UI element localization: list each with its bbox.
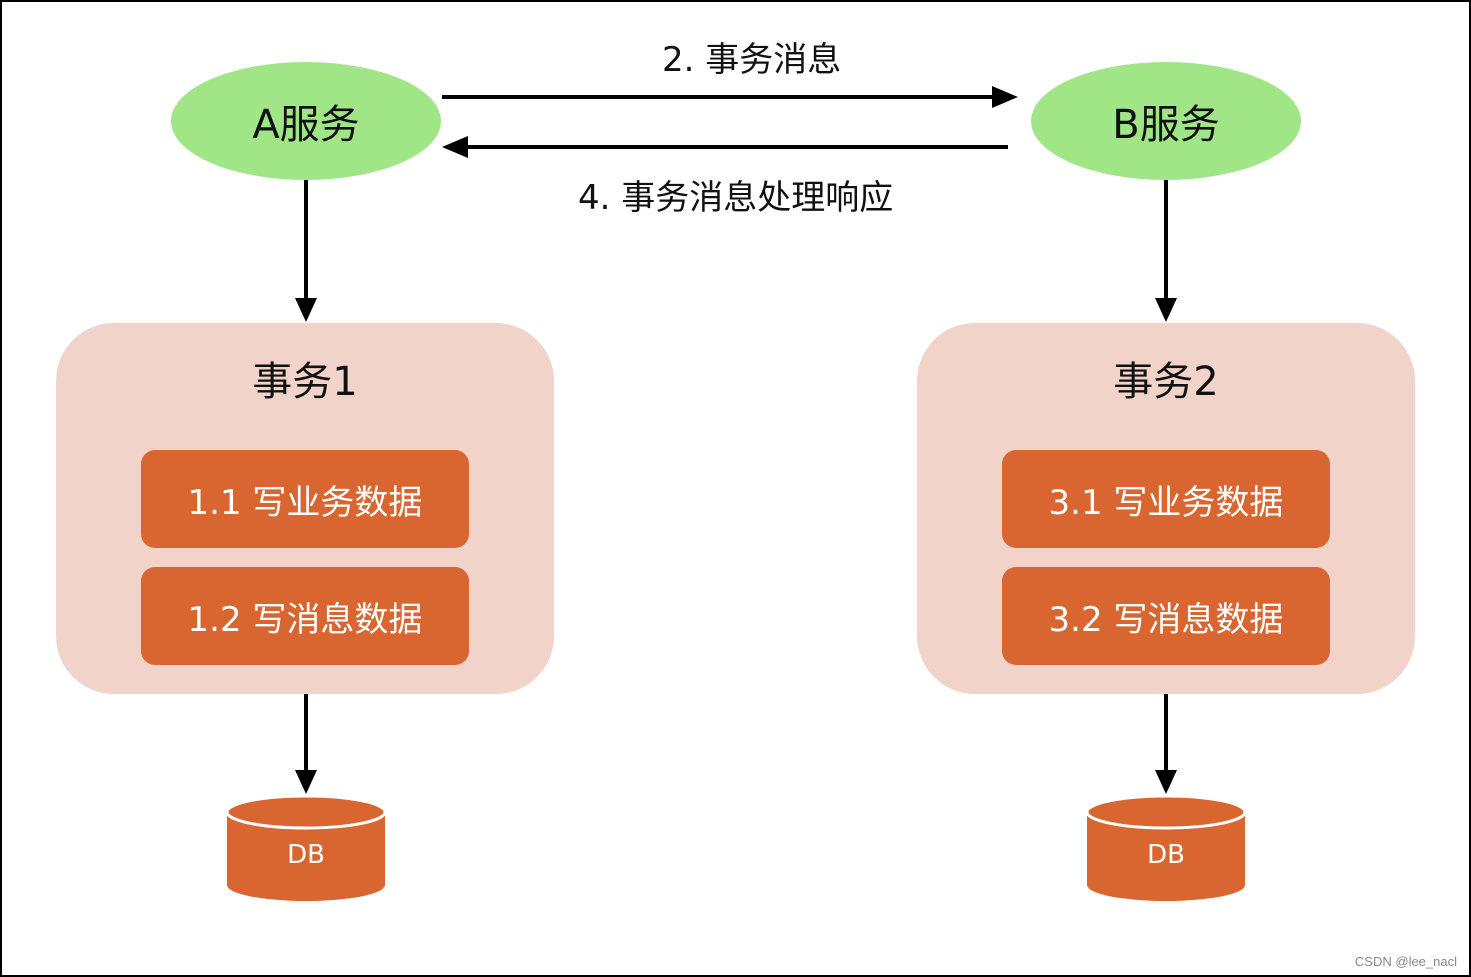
- arrowhead-tx1-to-db: [295, 770, 317, 794]
- transaction-1-panel: 事务1 1.1 写业务数据 1.2 写消息数据: [56, 323, 554, 694]
- service-a-node: A服务: [171, 62, 441, 180]
- database-cylinder-1: [225, 794, 387, 901]
- message-send-label: 2. 事务消息: [662, 40, 842, 80]
- service-b-label: B服务: [1112, 102, 1220, 148]
- arrowhead-a-to-b: [992, 86, 1018, 108]
- transaction-1-step-business: 1.1 写业务数据: [141, 450, 469, 548]
- service-a-label: A服务: [252, 102, 360, 148]
- transaction-2-panel: 事务2 3.1 写业务数据 3.2 写消息数据: [917, 323, 1415, 694]
- transaction-2-step-business: 3.1 写业务数据: [1002, 450, 1330, 548]
- transaction-2-step-message-label: 3.2 写消息数据: [1048, 599, 1284, 640]
- transaction-1-title: 事务1: [252, 359, 358, 405]
- service-b-node: B服务: [1031, 62, 1301, 180]
- database-cylinder-2: [1085, 794, 1247, 901]
- arrowhead-b-to-a: [442, 136, 468, 158]
- arrowhead-b-to-tx2: [1155, 298, 1177, 322]
- transaction-2-title: 事务2: [1113, 359, 1219, 405]
- watermark: CSDN @lee_nacl: [1354, 954, 1457, 969]
- message-reply-label: 4. 事务消息处理响应: [578, 178, 894, 218]
- transaction-2-step-message: 3.2 写消息数据: [1002, 567, 1330, 665]
- database-1-label: DB: [287, 840, 325, 870]
- database-2-label: DB: [1147, 840, 1185, 870]
- transaction-2-step-business-label: 3.1 写业务数据: [1048, 482, 1284, 523]
- transaction-1-step-business-label: 1.1 写业务数据: [187, 482, 423, 523]
- arrowhead-a-to-tx1: [295, 298, 317, 322]
- transaction-1-step-message: 1.2 写消息数据: [141, 567, 469, 665]
- transaction-1-step-message-label: 1.2 写消息数据: [187, 599, 423, 640]
- arrowhead-tx2-to-db: [1155, 770, 1177, 794]
